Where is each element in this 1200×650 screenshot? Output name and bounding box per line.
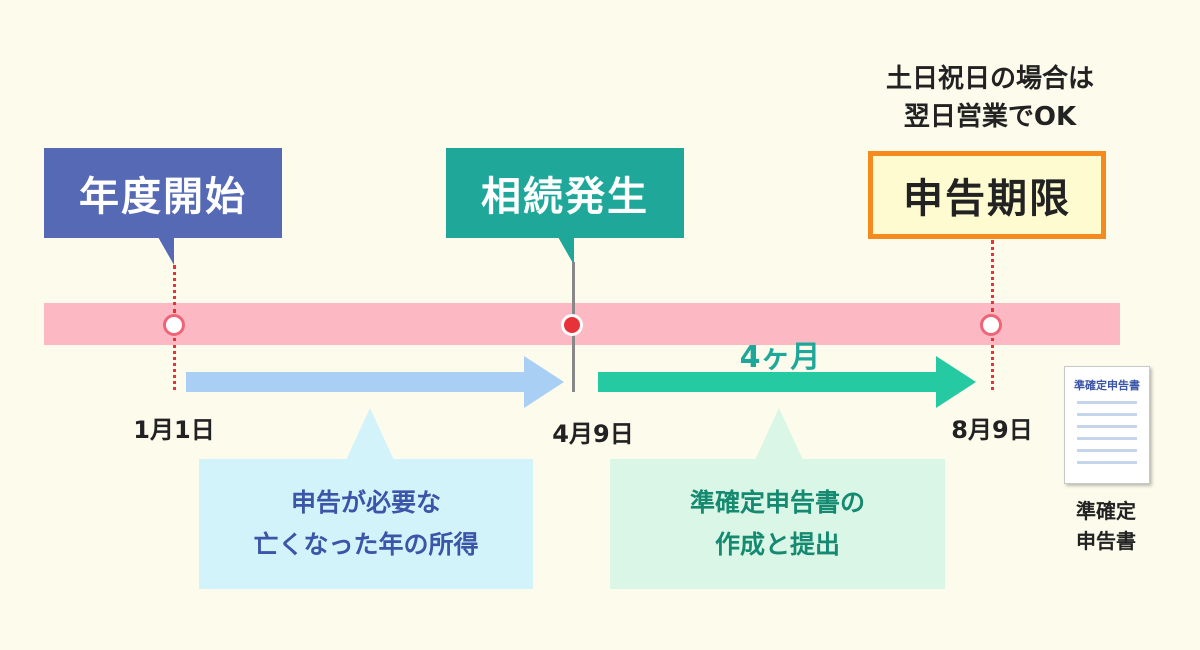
inheritance-box: 相続発生 (446, 148, 684, 238)
document-icon: 準確定申告書 (1064, 366, 1150, 484)
left-callout-pointer (346, 408, 394, 460)
document-line (1077, 413, 1137, 416)
weekend-note-line1: 土日祝日の場合は (885, 64, 1094, 94)
date-deadline: 8月9日 (951, 416, 1033, 444)
weekend-note: 土日祝日の場合は 翌日営業でOK (830, 60, 1150, 136)
year-start-box: 年度開始 (44, 148, 282, 238)
deadline-label: 申告期限 (903, 176, 1071, 222)
inheritance-pointer (558, 237, 574, 265)
year-start-marker-lower (173, 338, 176, 390)
year-start-label: 年度開始 (79, 174, 247, 220)
document-caption-line1: 準確定 (1076, 499, 1136, 523)
blue-arrow-shaft (186, 372, 524, 392)
document-caption-line2: 申告書 (1076, 529, 1136, 553)
deadline-box: 申告期限 (868, 151, 1106, 239)
year-start-marker-upper (173, 265, 176, 313)
date-inheritance: 4月9日 (552, 420, 634, 448)
period-label: 4ヶ月 (739, 340, 821, 375)
left-callout-line2: 亡くなった年の所得 (253, 530, 479, 559)
year-start-dot (163, 314, 185, 336)
inheritance-label: 相続発生 (481, 174, 649, 220)
right-callout: 準確定申告書の 作成と提出 (610, 459, 945, 589)
document-line (1077, 401, 1137, 404)
date-start: 1月1日 (133, 416, 215, 444)
blue-arrow-head (524, 356, 564, 408)
document-line (1077, 449, 1137, 452)
document-line (1077, 461, 1137, 464)
right-callout-line1: 準確定申告書の (689, 488, 865, 517)
inheritance-dot (561, 314, 583, 336)
deadline-marker-lower (991, 338, 994, 390)
document-line (1077, 425, 1137, 428)
document-line (1077, 437, 1137, 440)
left-callout: 申告が必要な 亡くなった年の所得 (199, 459, 533, 589)
right-callout-pointer (755, 408, 803, 460)
green-arrow-head (936, 356, 976, 408)
year-start-pointer (158, 237, 174, 265)
right-callout-line2: 作成と提出 (714, 530, 840, 559)
document-header: 準確定申告書 (1074, 379, 1140, 392)
weekend-note-line2: 翌日営業でOK (903, 102, 1077, 132)
deadline-dot (980, 314, 1002, 336)
document-caption: 準確定 申告書 (1050, 496, 1162, 556)
green-arrow-shaft (598, 372, 936, 392)
left-callout-line1: 申告が必要な (290, 488, 441, 517)
deadline-marker-upper (991, 240, 994, 312)
